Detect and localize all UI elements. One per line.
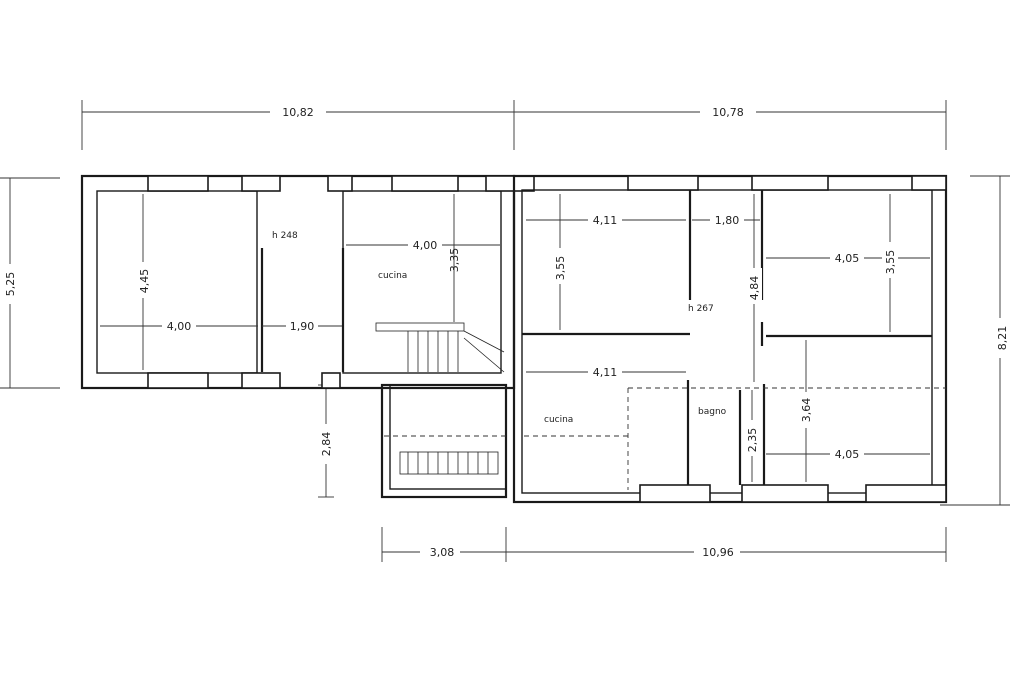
dashed-lines: [524, 387, 946, 490]
labels: 10,82 10,78 5,25 8,21 3,08 10,96 4,00 4,…: [4, 104, 1009, 559]
walls: [80, 174, 948, 504]
bath-height: 2,35: [746, 428, 759, 453]
overall-top-left: 10,82: [282, 106, 314, 119]
hall-height: 4,84: [748, 276, 761, 301]
bath-label: bagno: [698, 407, 727, 417]
stairs: [375, 322, 506, 475]
ceiling-left: h 248: [272, 231, 298, 241]
room-c-width: 4,05: [835, 448, 860, 461]
left-room-height: 4,45: [138, 269, 151, 294]
kitchen-left-label: cucina: [378, 271, 407, 281]
room-b-width: 4,05: [835, 252, 860, 265]
stair-height: 2,84: [320, 432, 333, 457]
room-a-height: 3,55: [554, 256, 567, 281]
corridor-width: 1,90: [290, 320, 315, 333]
overall-bottom-right: 10,96: [702, 546, 734, 559]
overall-top-right: 10,78: [712, 106, 744, 119]
ceiling-right: h 267: [688, 304, 714, 314]
kitchen-left-width: 4,00: [413, 239, 438, 252]
hall-width: 1,80: [715, 214, 740, 227]
kitchen-right-width: 4,11: [593, 366, 618, 379]
overall-left-height: 5,25: [4, 272, 17, 297]
overall-bottom-left: 3,08: [430, 546, 455, 559]
kitchen-left-height: 3,35: [448, 248, 461, 273]
left-room-width: 4,00: [167, 320, 192, 333]
room-c-height: 3,64: [800, 398, 813, 423]
kitchen-right-label: cucina: [544, 415, 573, 425]
room-a-width: 4,11: [593, 214, 618, 227]
room-b-height: 3,55: [884, 250, 897, 275]
overall-right-height: 8,21: [996, 326, 1009, 351]
